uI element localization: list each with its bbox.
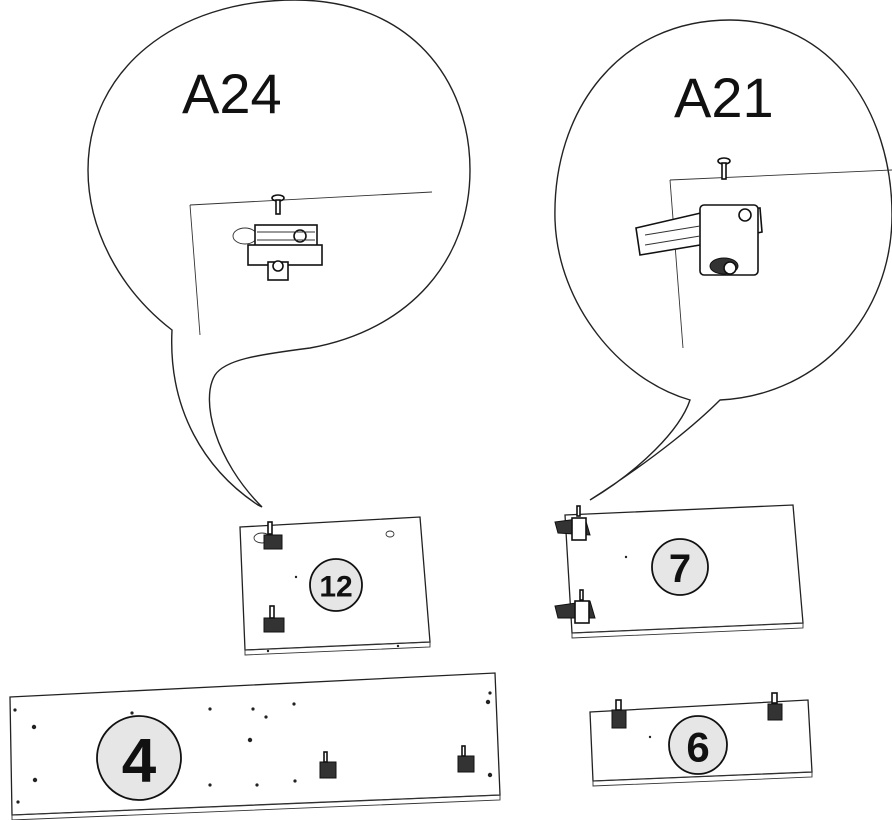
part-number-6: 6: [686, 724, 709, 771]
hinge-icon: [635, 204, 763, 276]
part-number-7: 7: [669, 547, 691, 591]
mounting-plate-icon: [319, 751, 337, 779]
mounting-plate-icon: [457, 745, 475, 773]
mounting-plate-icon: [263, 605, 285, 633]
door-side-edge: [669, 179, 684, 349]
hinge-icon: [554, 505, 591, 541]
part-badge-4: [96, 715, 182, 801]
part-badge-6: [668, 715, 728, 775]
part-number-4: 4: [122, 727, 157, 796]
hinge-icon: [611, 699, 627, 729]
door-panel-7: 7: [554, 504, 804, 639]
mounting-plate-icon: [263, 521, 283, 550]
callout-a21-label: A21: [674, 66, 774, 129]
door-panel-12: 12: [239, 516, 431, 656]
mounting-plate-icon: [232, 224, 323, 281]
panel-top-edge: [189, 191, 433, 206]
callout-a24: A24: [87, 0, 471, 508]
screw-icon: [271, 194, 285, 215]
panel-side-edge: [189, 204, 201, 336]
part-number-12: 12: [319, 571, 352, 604]
screw-icon: [717, 157, 731, 180]
part-badge-7: [651, 538, 709, 596]
hinge-icon: [554, 589, 596, 624]
hinge-icon: [767, 692, 783, 721]
door-top-edge: [669, 169, 892, 181]
panel-4: 4: [9, 672, 501, 820]
callout-a21: A21: [554, 19, 892, 501]
part-badge-12: [309, 558, 363, 612]
panel-6: 6: [589, 692, 813, 787]
callout-a24-label: A24: [182, 62, 282, 125]
